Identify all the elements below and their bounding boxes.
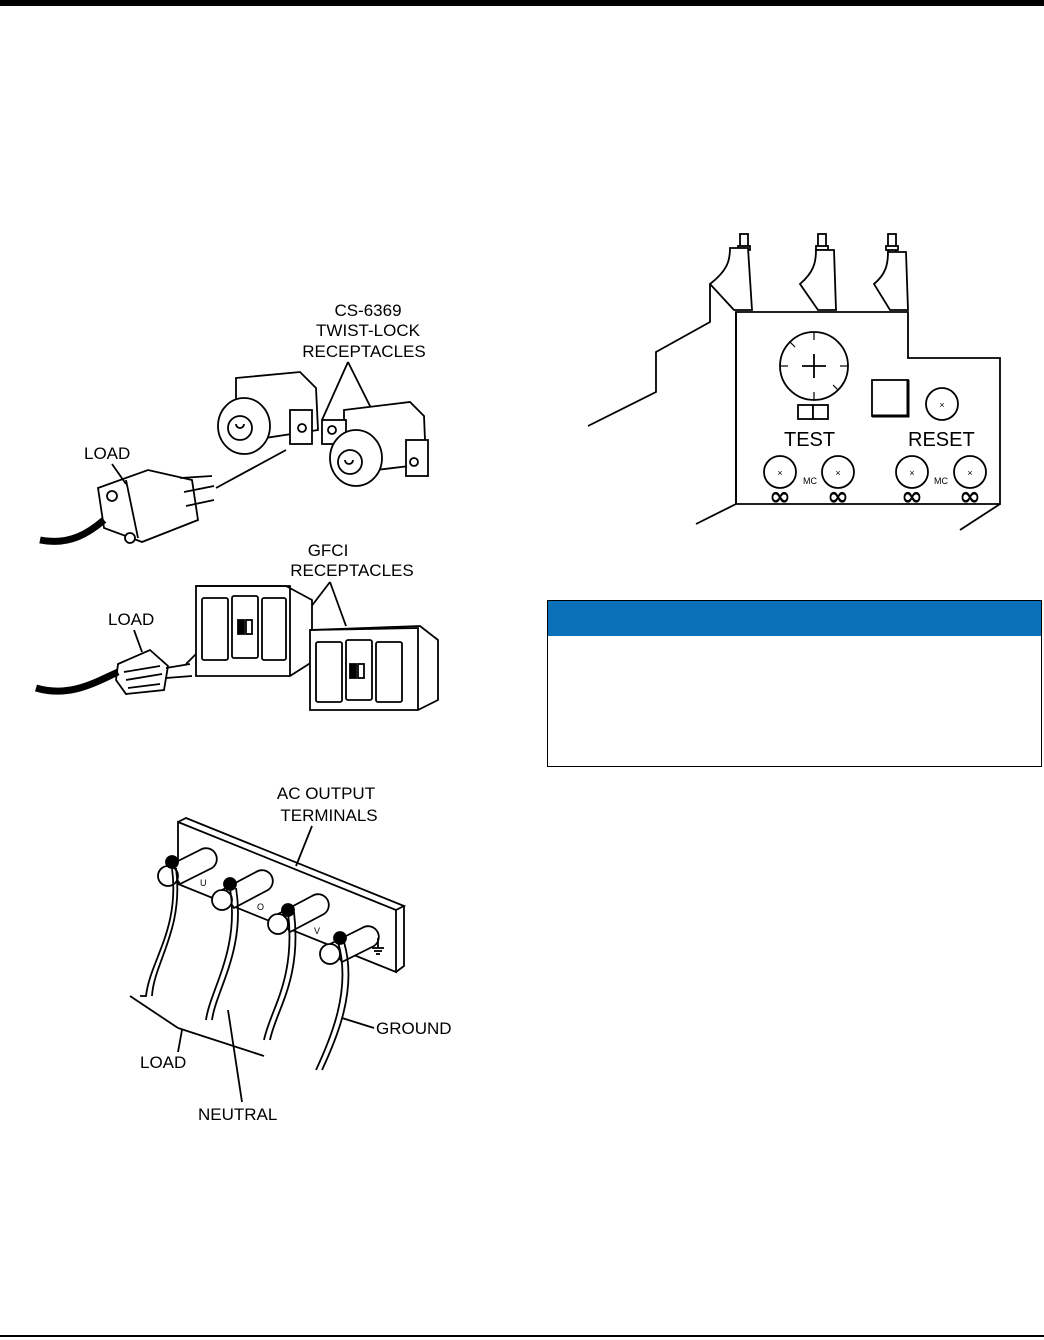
relay-figure: × TEST RESET × × × × MC MC ∞ ∞ ∞ ∞ bbox=[587, 233, 1001, 531]
bottom-rule bbox=[0, 1335, 1044, 1337]
knob-1-symbol: × bbox=[777, 468, 782, 478]
relay-reset-knob: × bbox=[925, 387, 959, 421]
terminals-title-line2: TERMINALS bbox=[280, 806, 377, 825]
terminals-figure: AC OUTPUT TERMINALS U O V bbox=[129, 784, 452, 1124]
relay-reset-label: RESET bbox=[908, 429, 975, 451]
terminals-neutral-leader bbox=[227, 1009, 243, 1103]
gfci-label-line2: RECEPTACLES bbox=[290, 561, 413, 580]
gfci-label-line1: GFCI bbox=[308, 541, 349, 560]
gfci-figure: GFCI RECEPTACLES LO bbox=[35, 541, 439, 711]
twist-lock-load-leader bbox=[111, 463, 127, 485]
relay-mc-left: MC bbox=[803, 476, 817, 486]
terminal-letter-v: V bbox=[314, 926, 320, 936]
twist-lock-figure: CS-6369 TWIST-LOCK RECEPTACLES bbox=[39, 301, 429, 545]
terminals-ground-leader bbox=[341, 1017, 375, 1029]
terminals-load-leader bbox=[177, 1029, 183, 1053]
twist-lock-cord bbox=[39, 517, 107, 545]
gfci-receptacle-2 bbox=[309, 625, 439, 711]
terminals-load-label: LOAD bbox=[140, 1053, 186, 1072]
reset-knob-symbol: × bbox=[939, 400, 944, 410]
gfci-receptacle-1 bbox=[195, 585, 313, 677]
load-bracket-top bbox=[129, 995, 179, 1029]
load-bracket-bottom bbox=[177, 1027, 265, 1057]
twist-lock-label-line2: TWIST-LOCK bbox=[316, 321, 421, 340]
twist-lock-label-line1: CS-6369 bbox=[334, 301, 401, 320]
twist-lock-receptacle-1 bbox=[217, 371, 319, 455]
caution-header-bar bbox=[548, 601, 1041, 636]
terminal-letter-u: U bbox=[200, 878, 207, 888]
relay-adjust-knobs: × × × × bbox=[763, 455, 987, 489]
terminal-wires bbox=[140, 867, 350, 1071]
infinity-icon-1: ∞ bbox=[769, 482, 791, 512]
relay-dial bbox=[779, 331, 849, 420]
knob-2-symbol: × bbox=[835, 468, 840, 478]
relay-top-terminals bbox=[708, 233, 909, 311]
twist-lock-load-label: LOAD bbox=[84, 444, 130, 463]
terminal-post-3 bbox=[267, 893, 330, 935]
gfci-load-leader bbox=[133, 629, 143, 653]
twist-lock-label-line3: RECEPTACLES bbox=[302, 342, 425, 361]
infinity-icon-3: ∞ bbox=[901, 482, 923, 512]
infinity-icon-4: ∞ bbox=[959, 482, 981, 512]
infinity-icon-2: ∞ bbox=[827, 482, 849, 512]
terminals-neutral-label: NEUTRAL bbox=[198, 1105, 277, 1124]
knob-3-symbol: × bbox=[909, 468, 914, 478]
top-rule bbox=[0, 0, 1044, 6]
terminals-ground-label: GROUND bbox=[376, 1019, 452, 1038]
terminal-post-4 bbox=[319, 925, 380, 965]
knob-4-symbol: × bbox=[967, 468, 972, 478]
twist-lock-leader-2 bbox=[347, 361, 373, 411]
twist-lock-leader-1 bbox=[321, 361, 349, 421]
caution-box bbox=[547, 600, 1042, 767]
relay-mc-right: MC bbox=[934, 476, 948, 486]
gfci-leader-2 bbox=[329, 581, 347, 627]
gfci-plug bbox=[115, 648, 197, 695]
terminals-leader bbox=[295, 825, 313, 867]
gfci-load-label: LOAD bbox=[108, 610, 154, 629]
terminal-letter-o: O bbox=[257, 902, 264, 912]
twist-lock-plug bbox=[97, 449, 287, 544]
gfci-cord bbox=[35, 668, 120, 695]
terminals-title-line1: AC OUTPUT bbox=[277, 784, 375, 803]
terminal-post-1 bbox=[157, 847, 218, 887]
twist-lock-receptacle-2 bbox=[321, 401, 429, 487]
relay-test-label: TEST bbox=[784, 429, 835, 451]
ground-symbol-icon bbox=[372, 938, 384, 955]
relay-test-button bbox=[871, 379, 909, 417]
